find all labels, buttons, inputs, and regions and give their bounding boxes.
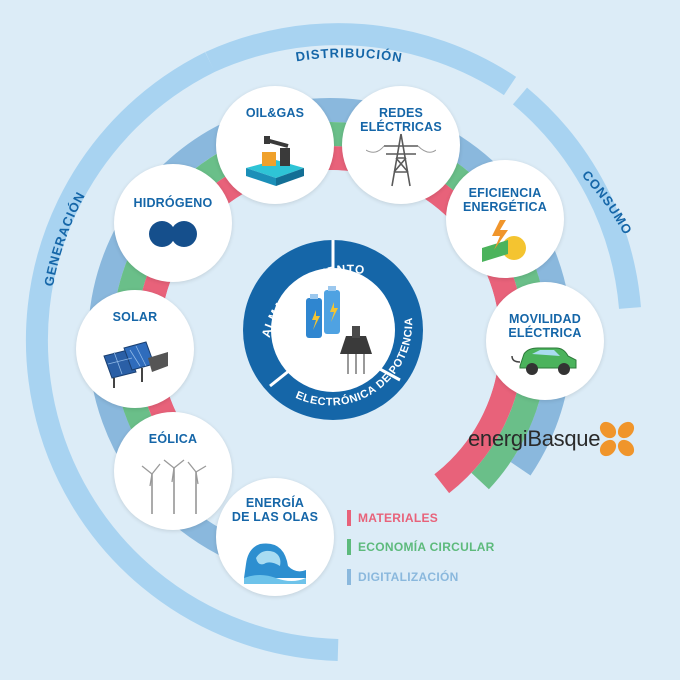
- outer-ring: [25, 23, 641, 661]
- legend-materials: MATERIALES: [347, 510, 438, 526]
- electric-car-icon: [511, 347, 577, 375]
- circular-swatch: [347, 539, 351, 555]
- brand-name: energiBasque: [468, 426, 601, 451]
- wind-label: EÓLICA: [148, 432, 198, 446]
- legend-digital: DIGITALIZACIÓN: [347, 569, 459, 585]
- wind-turbine-icon: [141, 459, 207, 514]
- battery-icon: [306, 286, 340, 338]
- distribution-arc: [205, 23, 517, 96]
- hydrogen-molecule-icon: [149, 221, 197, 247]
- node-grids: REDES ELÉCTRICAS: [342, 86, 460, 204]
- semiconductor-icon: [340, 326, 372, 374]
- node-wind: EÓLICA: [114, 412, 232, 530]
- svg-text:DISTRIBUCIÓN: DISTRIBUCIÓN: [295, 45, 404, 65]
- oil-gas-label: OIL&GAS: [245, 106, 305, 120]
- materials-text: MATERIALES: [358, 511, 439, 525]
- distribution-label: DISTRIBUCIÓN: [295, 45, 403, 65]
- node-efficiency: EFICIENCIA ENERGÉTICA: [446, 160, 564, 278]
- node-hydrogen: HIDRÓGENO: [114, 164, 232, 282]
- grids-label: REDES ELÉCTRICAS: [360, 106, 442, 134]
- pylon-icon: [366, 133, 436, 187]
- consumption-arc: [512, 87, 641, 309]
- digital-text: DIGITALIZACIÓN: [358, 570, 459, 584]
- oil-rig-icon: [246, 136, 304, 186]
- materials-swatch: [347, 510, 351, 526]
- digital-swatch: [347, 569, 351, 585]
- efficiency-icon: [482, 220, 526, 262]
- circular-text: ECONOMÍA CIRCULAR: [358, 540, 495, 554]
- node-mobility: MOVILIDAD ELÉCTRICA: [486, 282, 604, 400]
- wave-icon: [244, 543, 306, 584]
- efficiency-label: EFICIENCIA ENERGÉTICA: [463, 186, 547, 214]
- brand-logo-icon: [599, 421, 635, 457]
- node-oil-gas: OIL&GAS: [216, 86, 334, 204]
- node-wave: ENERGÍA DE LAS OLAS: [216, 478, 334, 596]
- center-hub: ALMACENAMIENTO ELECTRÓNICA DE POTENCIA: [243, 240, 423, 420]
- node-solar: SOLAR: [76, 290, 194, 408]
- hydrogen-label: HIDRÓGENO: [133, 196, 213, 210]
- legend-circular: ECONOMÍA CIRCULAR: [347, 539, 495, 555]
- generation-arc: [25, 52, 339, 661]
- solar-label: SOLAR: [112, 310, 158, 324]
- solar-panel-icon: [103, 341, 168, 388]
- wave-label: ENERGÍA DE LAS OLAS: [231, 496, 319, 524]
- mobility-label: MOVILIDAD ELÉCTRICA: [508, 312, 582, 340]
